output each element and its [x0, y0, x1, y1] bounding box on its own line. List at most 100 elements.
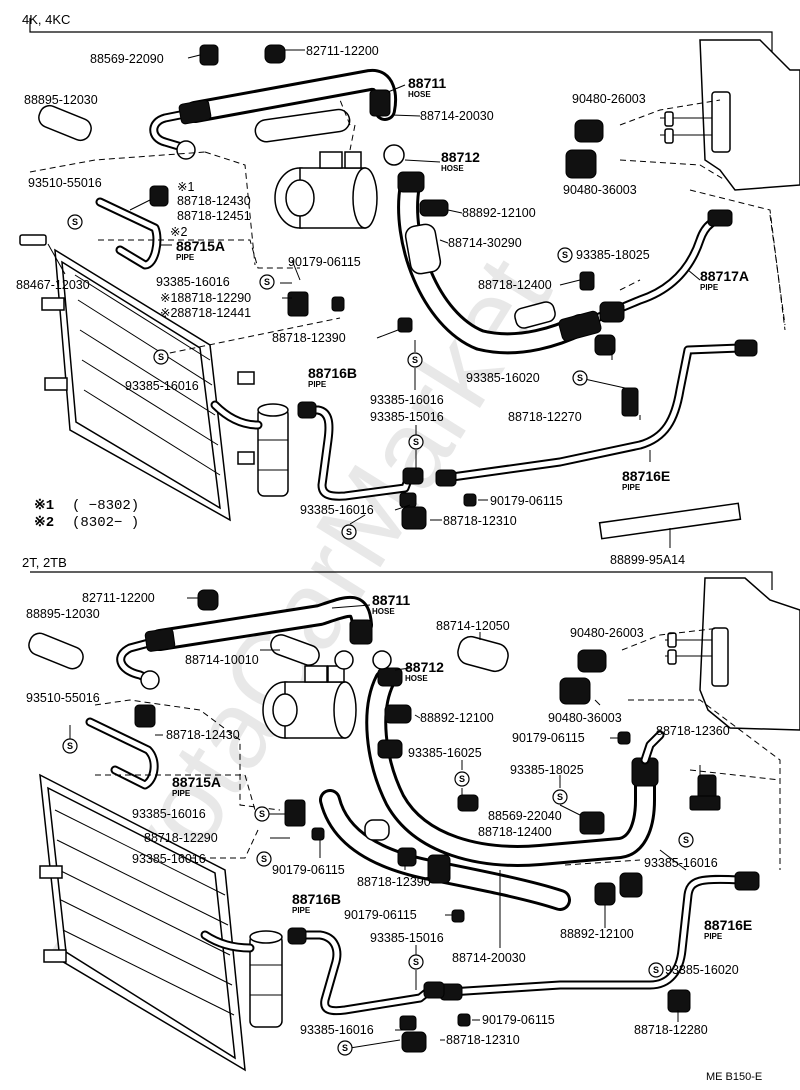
label-88718-12310: 88718-12310: [443, 514, 517, 528]
s-mark-top-3: S: [153, 349, 169, 365]
label-90179-06115-b: 90179-06115: [490, 494, 563, 508]
label-b-93385-16016-c: 93385-16016: [644, 856, 718, 870]
svg-text:S: S: [72, 217, 78, 227]
label-b-93385-16016-d: 93385-16016: [300, 1023, 374, 1037]
label-93385-18025: 93385-18025: [576, 248, 650, 262]
s-mark-top-8: S: [572, 370, 588, 386]
label-88569-22090: 88569-22090: [90, 52, 164, 66]
svg-text:S: S: [653, 965, 659, 975]
label-93385-16016-d: 93385-16016: [300, 503, 374, 517]
bottom-section-header: 2T, 2TB: [22, 555, 67, 570]
label-88715A: 88715A: [176, 238, 225, 254]
body-panel-top: [619, 39, 800, 331]
compressor-bottom: [262, 665, 357, 739]
label-88895-12030: 88895-12030: [24, 93, 98, 107]
label-93385-15016: 93385-15016: [370, 410, 444, 424]
label-b-88712: 88712: [405, 659, 444, 675]
label-b-88895-12030: 88895-12030: [26, 607, 100, 621]
svg-text:S: S: [261, 854, 267, 864]
label-b-90480-26003: 90480-26003: [570, 626, 644, 640]
svg-text:S: S: [413, 957, 419, 967]
s-mark-bottom-1: S: [62, 738, 78, 754]
label-b-93510-55016: 93510-55016: [26, 691, 100, 705]
s-mark-bottom-2: S: [254, 806, 270, 822]
label-88711-sub: HOSE: [408, 90, 431, 99]
label-b-93385-15016: 93385-15016: [370, 931, 444, 945]
s-mark-top-2: S: [259, 274, 275, 290]
top-frame-line: [29, 18, 773, 58]
label-93385-16016-c: 93385-16016: [370, 393, 444, 407]
s-mark-top-4: S: [407, 352, 423, 368]
figure-code: ME B150-E: [706, 1071, 762, 1083]
bottom-frame-line: [30, 571, 773, 590]
label-b-90179-06115-b: 90179-06115: [272, 863, 345, 877]
section-top: 4K, 4KC: [19, 12, 800, 548]
label-b-88716B-sub: PIPE: [292, 906, 311, 915]
label-b-88718-12290: 88718-12290: [144, 831, 218, 845]
label-mark2: ※2: [170, 225, 187, 239]
label-90480-36003: 90480-36003: [563, 183, 637, 197]
label-90179-06115: 90179-06115: [288, 255, 361, 269]
receiver-drier-top: [210, 400, 289, 497]
svg-text:S: S: [557, 792, 563, 802]
label-b-93385-16016-b: 93385-16016: [132, 852, 206, 866]
s-mark-top-1: S: [67, 214, 83, 230]
label-b-82711-12200: 82711-12200: [82, 591, 155, 605]
label-b-93385-16016-a: 93385-16016: [132, 807, 206, 821]
svg-text:S: S: [158, 352, 164, 362]
label-88718-12390: 88718-12390: [272, 331, 346, 345]
label-88717A: 88717A: [700, 268, 749, 284]
svg-text:S: S: [412, 355, 418, 365]
s-mark-top-7: S: [557, 247, 573, 263]
s-mark-bottom-3: S: [256, 851, 272, 867]
compressor-top: [274, 151, 378, 229]
condenser-top: [41, 248, 255, 522]
label-b-88711-sub: HOSE: [372, 607, 395, 616]
label-93385-16020: 93385-16020: [466, 371, 540, 385]
s-mark-bottom-6: S: [678, 832, 694, 848]
svg-text:S: S: [259, 809, 265, 819]
label-b-88718-12430: 88718-12430: [166, 728, 240, 742]
labels-bottom: 82711-12200 88711 HOSE 88895-12030 88714…: [26, 591, 752, 1047]
label-88716E: 88716E: [622, 468, 670, 484]
label-b-88716E: 88716E: [704, 917, 752, 933]
label-b-88715A: 88715A: [172, 774, 221, 790]
footnote-2-text: (8302− ): [72, 515, 139, 531]
label-88714-30290: 88714-30290: [448, 236, 522, 250]
section-bottom: 2T, 2TB: [22, 555, 800, 1072]
footnotes: ※1 ( −8302) ※2 (8302− ): [34, 498, 139, 531]
label-82711-12200: 82711-12200: [306, 44, 379, 58]
label-b-88712-sub: HOSE: [405, 674, 428, 683]
label-88899-95A14: 88899-95A14: [610, 553, 685, 567]
s-mark-top-5: S: [408, 434, 424, 450]
label-88718-12430: 88718-12430: [177, 194, 251, 208]
label-88716B-sub: PIPE: [308, 380, 327, 389]
label-88716E-sub: PIPE: [622, 483, 641, 492]
label-90480-26003: 90480-26003: [572, 92, 646, 106]
label-88714-20030: 88714-20030: [420, 109, 494, 123]
label-b-93385-18025: 93385-18025: [510, 763, 584, 777]
label-b-88715A-sub: PIPE: [172, 789, 191, 798]
label-93510-55016: 93510-55016: [28, 176, 102, 190]
svg-text:S: S: [413, 437, 419, 447]
label-b-88714-20030: 88714-20030: [452, 951, 526, 965]
label-88467-12030: 88467-12030: [16, 278, 90, 292]
label-88715A-sub: PIPE: [176, 253, 195, 262]
top-section-header: 4K, 4KC: [22, 12, 70, 27]
label-b-90480-36003: 90480-36003: [548, 711, 622, 725]
svg-text:S: S: [577, 373, 583, 383]
svg-text:S: S: [346, 527, 352, 537]
label-b-88718-12310: 88718-12310: [446, 1033, 520, 1047]
label-88717A-sub: PIPE: [700, 283, 719, 292]
condenser-bottom: [39, 773, 246, 1072]
label-88712-sub: HOSE: [441, 164, 464, 173]
label-88712: 88712: [441, 149, 480, 165]
label-88716B: 88716B: [308, 365, 357, 381]
label-88892-12100: 88892-12100: [462, 206, 536, 220]
label-93385-16016-a: 93385-16016: [156, 275, 230, 289]
label-b-88718-12360: 88718-12360: [656, 724, 730, 738]
labels-top: 88569-22090 82711-12200 88711 HOSE 88714…: [16, 44, 749, 567]
label-b-90179-06115-c: 90179-06115: [344, 908, 417, 922]
s-mark-bottom-4: S: [454, 771, 470, 787]
label-b-88714-10010: 88714-10010: [185, 653, 259, 667]
